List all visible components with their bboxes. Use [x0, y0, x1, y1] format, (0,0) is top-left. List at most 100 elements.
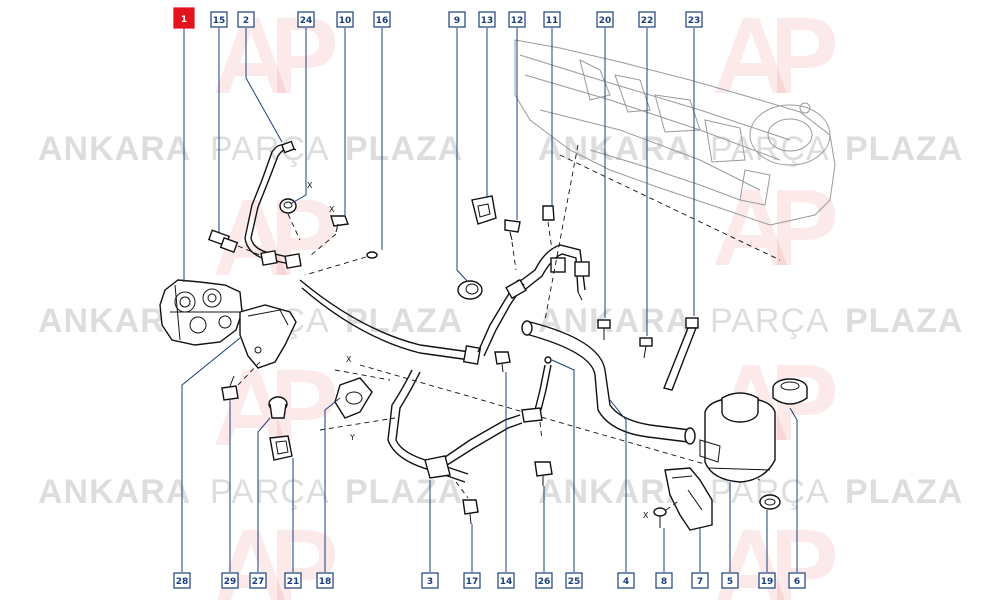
- clip-21: [269, 435, 293, 461]
- svg-text:ANKARA: ANKARA: [538, 473, 691, 511]
- callout-23[interactable]: 23: [685, 11, 703, 28]
- callout-3[interactable]: 3: [421, 572, 439, 589]
- svg-text:7: 7: [697, 577, 703, 587]
- callout-8[interactable]: 8: [655, 572, 673, 589]
- svg-text:3: 3: [427, 577, 433, 587]
- callout-10[interactable]: 10: [336, 11, 354, 28]
- svg-text:22: 22: [641, 16, 654, 26]
- callout-13[interactable]: 13: [478, 11, 496, 28]
- callout-25[interactable]: 25: [565, 572, 583, 589]
- watermark-row: ANKARA PARÇA PLAZA ANKARA PARÇA PLAZA: [38, 473, 963, 511]
- svg-text:21: 21: [287, 577, 300, 587]
- svg-text:PLAZA: PLAZA: [845, 302, 963, 340]
- callout-24[interactable]: 24: [297, 11, 315, 28]
- callouts-top: 1 15 2 24 10 16 9 13: [173, 7, 703, 29]
- svg-text:20: 20: [599, 16, 612, 26]
- bolt-29: [221, 375, 239, 401]
- reservoir-cap-6: [772, 378, 808, 405]
- callout-16[interactable]: 16: [373, 11, 391, 28]
- svg-text:10: 10: [339, 16, 352, 26]
- callouts-bottom: 28 29 27 21 18 3 17 14: [173, 572, 806, 589]
- svg-text:6: 6: [794, 577, 800, 587]
- callout-12[interactable]: 12: [508, 11, 526, 28]
- clamp-19: [759, 494, 781, 510]
- svg-text:25: 25: [568, 577, 581, 587]
- callout-15[interactable]: 15: [210, 11, 228, 28]
- clip-18: X Y: [319, 355, 396, 442]
- bolt-14: [494, 351, 511, 373]
- pump-bracket: [237, 304, 297, 386]
- svg-text:PARÇA: PARÇA: [210, 473, 330, 511]
- callout-28[interactable]: 28: [173, 572, 191, 589]
- svg-text:PLAZA: PLAZA: [345, 473, 463, 511]
- steering-rack: [514, 39, 836, 226]
- dashed-guides: [359, 144, 781, 481]
- return-hose-4: [521, 320, 696, 445]
- bolt-26: [534, 461, 553, 486]
- svg-text:28: 28: [176, 577, 189, 587]
- callout-21[interactable]: 21: [284, 572, 302, 589]
- svg-text:1: 1: [181, 15, 187, 25]
- callout-7[interactable]: 7: [691, 572, 709, 589]
- small-hose-25: [521, 356, 552, 441]
- power-steering-pump: [159, 279, 243, 346]
- svg-text:PARÇA: PARÇA: [710, 302, 830, 340]
- svg-text:5: 5: [727, 577, 733, 587]
- watermark-row: ANKARA PARÇA PLAZA ANKARA PARÇA PLAZA: [38, 130, 962, 168]
- callout-4[interactable]: 4: [617, 572, 635, 589]
- svg-text:PARÇA: PARÇA: [210, 130, 330, 168]
- svg-text:11: 11: [546, 16, 559, 26]
- svg-text:17: 17: [466, 577, 479, 587]
- watermark-logo: [215, 370, 335, 445]
- bolt-11: [542, 205, 555, 251]
- watermark-logo: [215, 200, 335, 275]
- svg-text:15: 15: [213, 16, 226, 26]
- reservoir-bracket-7: [664, 467, 713, 531]
- watermark-logo: [715, 18, 835, 93]
- svg-text:PLAZA: PLAZA: [845, 473, 963, 511]
- svg-text:12: 12: [511, 16, 524, 26]
- svg-text:PLAZA: PLAZA: [345, 130, 463, 168]
- bolt-8: X: [643, 499, 681, 528]
- callout-22[interactable]: 22: [638, 11, 656, 28]
- callout-5[interactable]: 5: [721, 572, 739, 589]
- callout-17[interactable]: 17: [463, 572, 481, 589]
- svg-text:16: 16: [376, 16, 389, 26]
- bolt-12: [504, 219, 521, 271]
- svg-text:X: X: [346, 355, 352, 364]
- svg-text:4: 4: [623, 577, 629, 587]
- svg-text:X: X: [643, 511, 649, 520]
- return-hose-upper: [505, 244, 590, 301]
- watermark-logo: [716, 530, 835, 600]
- o-ring-16: [304, 251, 378, 276]
- svg-text:14: 14: [500, 577, 513, 587]
- callout-19[interactable]: 19: [758, 572, 776, 589]
- callout-26[interactable]: 26: [535, 572, 553, 589]
- callout-29[interactable]: 29: [221, 572, 239, 589]
- callout-27[interactable]: 27: [249, 572, 267, 589]
- svg-text:PLAZA: PLAZA: [345, 302, 463, 340]
- callout-14[interactable]: 14: [497, 572, 515, 589]
- svg-text:ANKARA: ANKARA: [38, 130, 191, 168]
- watermark-logo: [715, 190, 835, 265]
- svg-text:29: 29: [224, 577, 237, 587]
- svg-text:2: 2: [243, 16, 249, 26]
- watermark-logo: [216, 530, 335, 600]
- svg-text:24: 24: [300, 16, 313, 26]
- svg-text:X: X: [307, 181, 313, 190]
- callout-20[interactable]: 20: [596, 11, 614, 28]
- callout-2[interactable]: 2: [237, 11, 255, 28]
- callout-1[interactable]: 1: [173, 7, 195, 29]
- leader-lines: [181, 28, 798, 572]
- reservoir-5: [699, 392, 776, 483]
- bolt-20: [597, 319, 611, 340]
- long-bolt-23: [663, 317, 699, 391]
- svg-text:18: 18: [319, 577, 332, 587]
- callout-6[interactable]: 6: [788, 572, 806, 589]
- callout-11[interactable]: 11: [543, 11, 561, 28]
- callout-18[interactable]: 18: [316, 572, 334, 589]
- bolt-17: [462, 499, 479, 525]
- svg-text:ANKARA: ANKARA: [38, 473, 191, 511]
- callout-9[interactable]: 9: [448, 11, 466, 28]
